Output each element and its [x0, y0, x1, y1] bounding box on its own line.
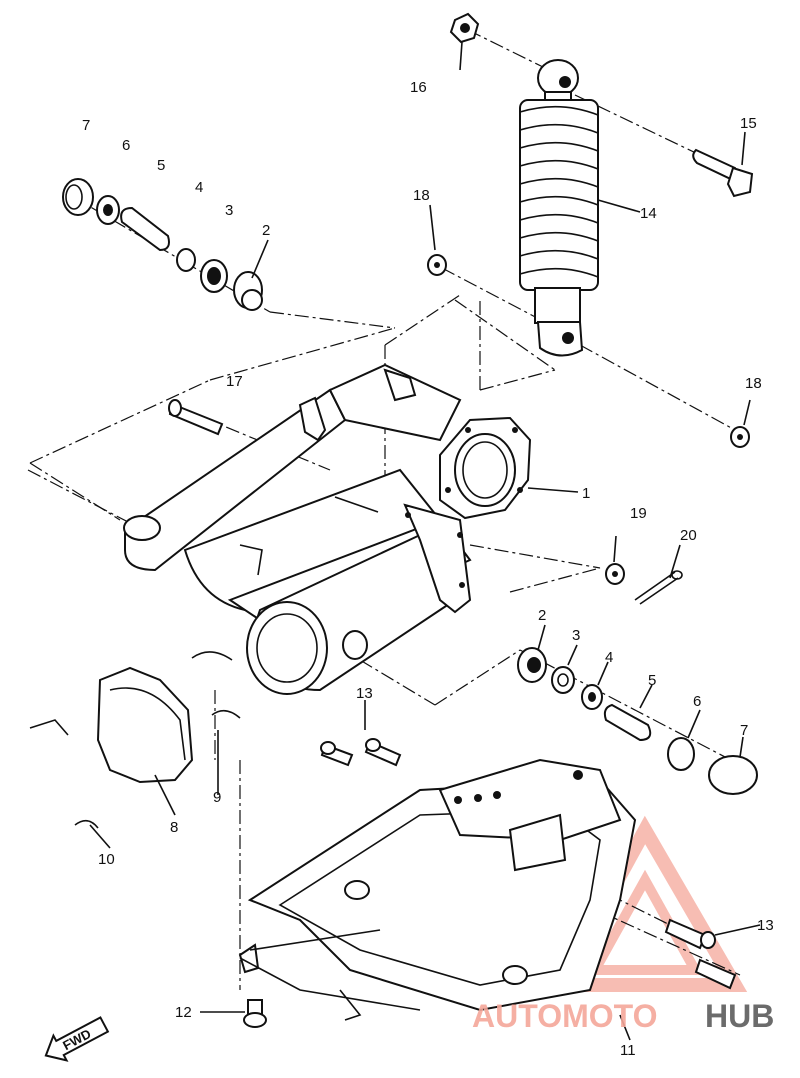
label-11: 11: [620, 1042, 636, 1059]
label-18b: 18: [745, 375, 762, 392]
label-18a: 18: [413, 187, 430, 204]
pivot-parts-left: [62, 178, 263, 311]
label-14: 14: [640, 205, 657, 222]
swingarm: [123, 363, 472, 695]
label-16: 16: [410, 79, 427, 96]
bearing-3-left: [200, 259, 228, 293]
label-2b: 2: [538, 607, 546, 624]
label-12: 12: [175, 1004, 192, 1021]
bottom-mount: [536, 321, 584, 357]
bolt-15: [692, 148, 754, 198]
part-10: [29, 719, 99, 829]
shock-absorber: [427, 12, 754, 448]
bushing-6-left: [96, 195, 120, 225]
fwd-arrow: FWD: [44, 1016, 110, 1062]
callout-ticks: [89, 41, 761, 1041]
label-4a: 4: [195, 179, 203, 196]
label-5b: 5: [648, 672, 656, 689]
label-8: 8: [170, 819, 178, 836]
label-7a: 7: [82, 117, 90, 134]
cotter-pin-20: [634, 570, 683, 605]
label-5a: 5: [157, 157, 165, 174]
cap-7-left: [62, 178, 94, 216]
seal-4-left: [176, 248, 196, 272]
bolts-13-top: [320, 738, 402, 767]
bolt-12: [200, 999, 267, 1028]
washer-18-right: [730, 426, 750, 448]
bolt-17: [168, 399, 224, 436]
watermark-text: AUTOMOTO HUB: [472, 998, 774, 1034]
label-10: 10: [98, 851, 115, 868]
pivot-parts-right: [517, 647, 758, 795]
watermark-part1: AUTOMOTO: [472, 998, 657, 1034]
label-13b: 13: [757, 917, 774, 934]
label-6a: 6: [122, 137, 130, 154]
label-20: 20: [680, 527, 697, 544]
cover-8: [96, 666, 194, 784]
cap-7-right: [708, 755, 758, 795]
label-1: 1: [582, 485, 590, 502]
collar-5-left: [120, 206, 170, 252]
washer-19: [605, 563, 625, 585]
part-labels: 7 6 5 4 3 2 16 15 14 18 18 17 1 19 20 2 …: [82, 79, 774, 1059]
bearing-3-right: [551, 666, 575, 694]
label-15: 15: [740, 115, 757, 132]
bearing-2-right: [517, 647, 547, 683]
hub-flange-1: [439, 416, 532, 520]
label-17: 17: [226, 373, 243, 390]
label-6b: 6: [693, 693, 701, 710]
label-3a: 3: [225, 202, 233, 219]
top-mount: [537, 59, 579, 97]
label-3b: 3: [572, 627, 580, 644]
bearing-2-left: [233, 271, 263, 311]
seal-4-right: [581, 684, 603, 710]
watermark-part2: HUB: [705, 998, 774, 1034]
label-13a: 13: [356, 685, 373, 702]
label-19: 19: [630, 505, 647, 522]
label-7b: 7: [740, 722, 748, 739]
washer-18-top: [427, 254, 447, 276]
bushing-6-right: [667, 737, 695, 771]
clip-9: [191, 651, 241, 719]
collar-5-right: [603, 703, 652, 742]
frame-bracket-11: [238, 758, 637, 1021]
nut-16: [449, 12, 480, 44]
bolts-13-bottom: [664, 918, 737, 990]
label-4b: 4: [605, 649, 613, 666]
label-9: 9: [213, 789, 221, 806]
spring-coils: [519, 99, 599, 291]
label-2a: 2: [262, 222, 270, 239]
